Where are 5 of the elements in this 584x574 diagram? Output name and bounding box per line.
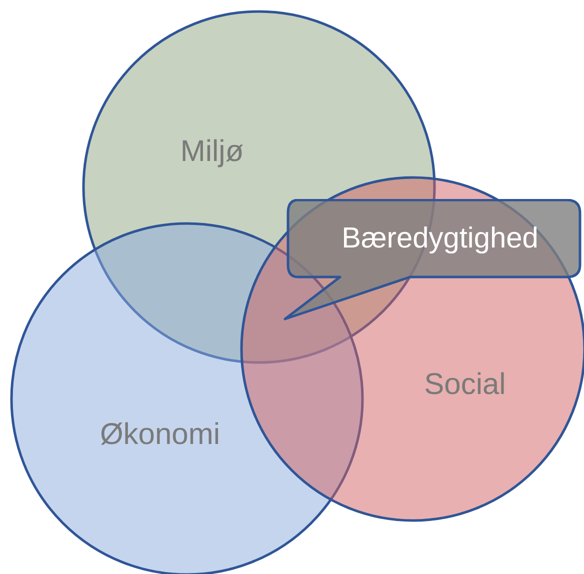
speech-bubble (283, 199, 583, 321)
circle-label: Økonomi (100, 420, 220, 450)
circle-label: Miljø (180, 137, 244, 167)
callout-text: Bæredygtighed (342, 224, 538, 254)
circle-label: Social (424, 370, 506, 400)
